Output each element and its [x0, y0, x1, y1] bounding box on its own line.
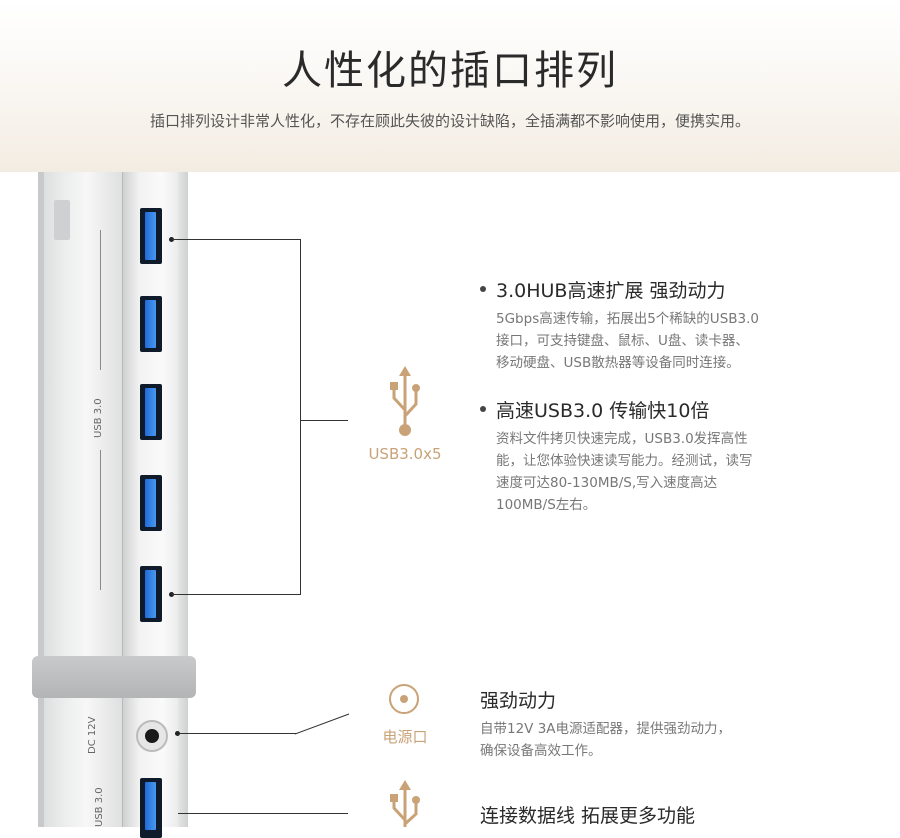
callout-dot — [169, 592, 174, 597]
usb-icon — [390, 366, 420, 436]
usb-bracket-bottom — [100, 450, 101, 590]
feature-title: 强劲动力 — [480, 690, 557, 712]
power-port-label: 电源口 — [382, 728, 428, 746]
callout-dot — [169, 237, 174, 242]
usb-port-4 — [140, 475, 162, 531]
bullet-icon — [480, 286, 486, 292]
feature-desc-line: 确保设备高效工作。 — [480, 743, 602, 759]
callout-line — [180, 733, 296, 734]
callout-dot — [175, 731, 180, 736]
hub-clip — [32, 656, 196, 698]
feature-description: 资料文件拷贝快速完成，USB3.0发挥高性 能，让您体验快速读写能力。经测试，读… — [496, 428, 816, 516]
feature-desc-line: 自带12V 3A电源适配器，提供强劲动力， — [480, 721, 732, 737]
feature-description: 自带12V 3A电源适配器，提供强劲动力， 确保设备高效工作。 — [480, 718, 800, 762]
feature-title: 高速USB3.0 传输快10倍 — [496, 400, 710, 422]
header-banner — [0, 0, 900, 172]
callout-line — [172, 239, 300, 240]
usb-count-label: USB3.0x5 — [368, 445, 442, 463]
callout-line — [172, 594, 300, 595]
usb-port-3 — [140, 384, 162, 440]
usb-bracket-top — [100, 230, 101, 370]
usb-label-vertical-bottom: USB 3.0 — [94, 787, 105, 827]
feature-desc-line: 移动硬盘、USB散热器等设备同时连接。 — [496, 355, 740, 371]
feature-title: 3.0HUB高速扩展 强劲动力 — [496, 280, 726, 302]
usb-port-2 — [140, 296, 162, 352]
page-title: 人性化的插口排列 — [282, 48, 618, 94]
feature-desc-line: 接口，可支持键盘、鼠标、U盘、读卡器、 — [496, 333, 749, 349]
usb-port-1 — [140, 208, 162, 264]
usb-port-6 — [140, 778, 162, 838]
feature-desc-line: 5Gbps高速传输，拓展出5个稀缺的USB3.0 — [496, 311, 759, 327]
usb-icon — [390, 780, 420, 827]
page-subtitle: 插口排列设计非常人性化，不存在顾此失彼的设计缺陷，全插满都不影响使用，便携实用。 — [149, 112, 750, 130]
callout-diagonal-line — [295, 713, 350, 735]
feature-desc-line: 能，让您体验快速读写能力。经测试，读写 — [496, 453, 753, 469]
feature-title: 连接数据线 拓展更多功能 — [480, 805, 696, 827]
hub-body-back — [38, 172, 126, 827]
callout-line — [300, 239, 301, 595]
hub-logo — [54, 200, 70, 240]
dc-power-jack — [136, 720, 168, 752]
power-port-icon — [389, 684, 419, 714]
dc-label-vertical: DC 12V — [87, 716, 98, 754]
hub-body-rim — [178, 172, 188, 827]
callout-line — [300, 420, 348, 421]
feature-description: 5Gbps高速传输，拓展出5个稀缺的USB3.0 接口，可支持键盘、鼠标、U盘、… — [496, 308, 816, 374]
feature-desc-line: 资料文件拷贝快速完成，USB3.0发挥高性 — [496, 431, 748, 447]
usb-port-5 — [140, 566, 162, 622]
bullet-icon — [480, 406, 486, 412]
hub-body-edge — [38, 172, 44, 827]
feature-desc-line: 速度可达80-130MB/S,写入速度高达 — [496, 475, 718, 491]
usb-label-vertical: USB 3.0 — [93, 398, 104, 438]
feature-desc-line: 100MB/S左右。 — [496, 497, 597, 513]
callout-line — [178, 813, 348, 814]
